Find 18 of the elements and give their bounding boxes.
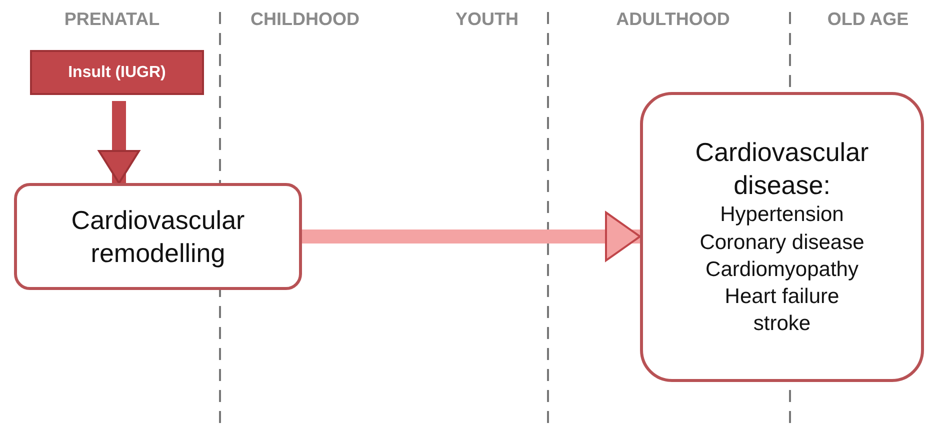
node-text: Cardiovascular remodelling <box>70 204 246 269</box>
arrow <box>302 212 641 262</box>
node-text: Insult (IUGR) <box>68 64 166 82</box>
stage-label: OLD AGE <box>827 9 909 30</box>
stage-label: YOUTH <box>456 9 518 30</box>
list-item: stroke <box>753 311 811 338</box>
insult-box <box>30 50 204 95</box>
list-item: Cardiomyopathy <box>706 256 858 283</box>
list-item: Heart failure <box>724 284 840 310</box>
stage-label: ADULTHOOD <box>616 9 730 30</box>
stage-label: PRENATAL <box>64 9 160 30</box>
rounded-box <box>640 92 924 382</box>
node-text: Cardiovascular disease: <box>694 136 870 202</box>
arrow <box>98 101 140 184</box>
stage-label: CHILDHOOD <box>250 9 360 30</box>
rounded-box <box>14 183 302 290</box>
list-item: Coronary disease <box>700 230 864 256</box>
list-item: Hypertension <box>720 202 844 228</box>
